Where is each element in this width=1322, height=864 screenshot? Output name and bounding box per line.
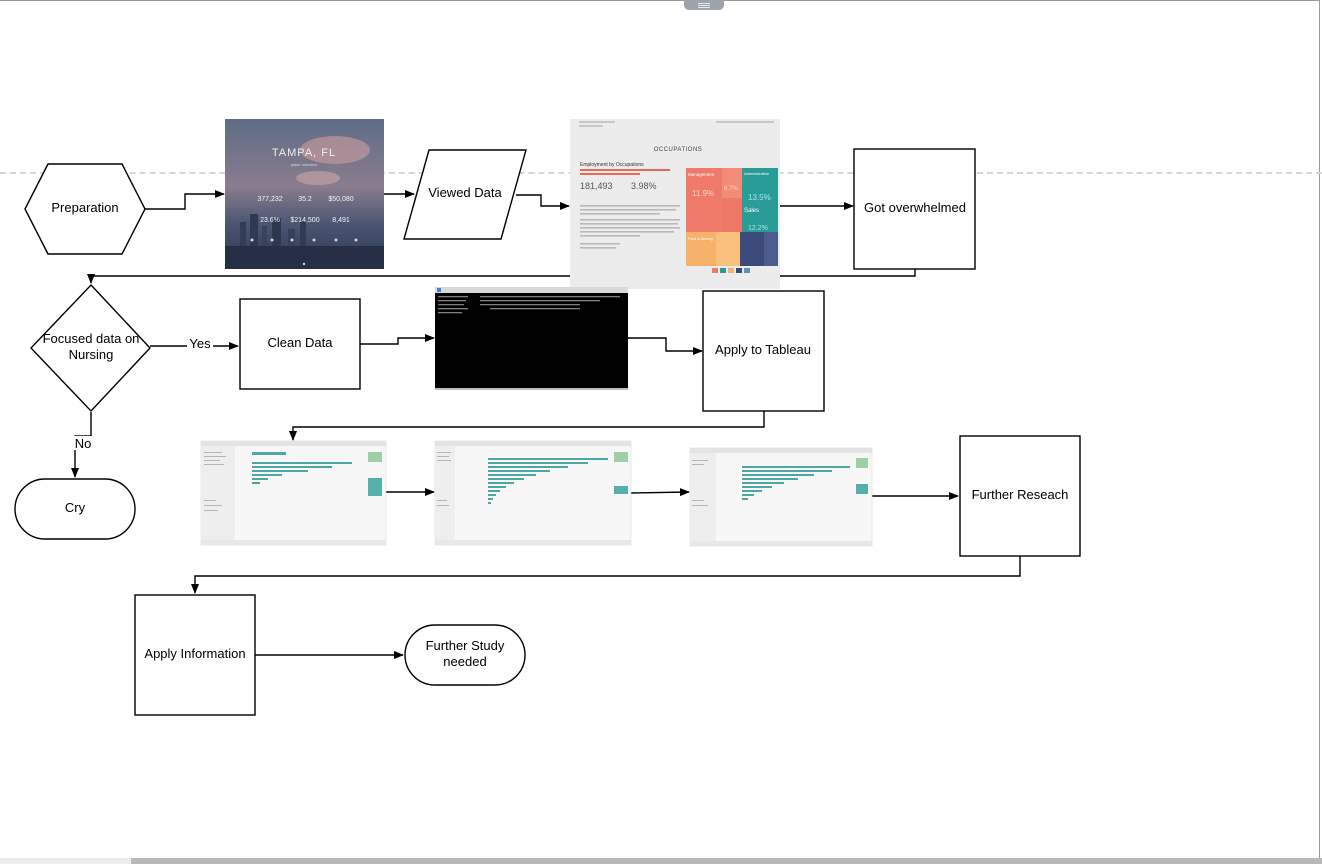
- image-occupations[interactable]: OCCUPATIONS Employment by Occupations 18…: [570, 119, 780, 289]
- svg-text:Further Reseach: Further Reseach: [972, 487, 1069, 502]
- occupations-stat-employed: 181,493: [580, 181, 613, 191]
- tampa-title: TAMPA, FL: [272, 147, 336, 159]
- image-terminal-window[interactable]: [435, 287, 628, 390]
- node-further-research[interactable]: Further Reseach: [959, 435, 1081, 557]
- tampa-stat-income: $50,080: [328, 196, 353, 203]
- node-apply-to-tableau[interactable]: Apply to Tableau: [702, 290, 825, 412]
- edge-preparation-to-tampa: [145, 190, 225, 210]
- tile-management: Management: [688, 172, 715, 177]
- svg-text:Apply to Tableau: Apply to Tableau: [715, 342, 811, 357]
- panel-toggle-handle[interactable]: [684, 0, 724, 10]
- node-focused-nursing-decision[interactable]: Focused data on Nursing: [30, 283, 151, 413]
- tampa-stat-population: 377,232: [257, 196, 282, 203]
- edge-screen2-to-screen3: [630, 488, 690, 497]
- svg-text:needed: needed: [443, 654, 486, 669]
- tile-pct-other: 6.7%: [724, 186, 738, 192]
- edge-viewed-to-occupations: [516, 194, 570, 210]
- svg-text:Clean Data: Clean Data: [267, 335, 333, 350]
- edge-terminal-to-tableau: [628, 337, 703, 355]
- image-tableau-screen-2[interactable]: [434, 440, 632, 546]
- edge-research-to-apply-info: [191, 556, 1021, 594]
- tile-pct-management: 11.9%: [692, 189, 714, 198]
- occupations-title: OCCUPATIONS: [654, 147, 703, 153]
- svg-text:Further Study: Further Study: [426, 638, 505, 653]
- edge-tableau-to-screens: [289, 411, 765, 441]
- occupations-stat-growth: 3.98%: [631, 181, 657, 191]
- node-apply-information[interactable]: Apply Information: [134, 594, 256, 716]
- tampa-stat-poverty: 23.6%: [260, 217, 280, 224]
- svg-text:Apply Information: Apply Information: [144, 646, 245, 661]
- tile-pct-administrative: 13.5%: [748, 193, 771, 202]
- tile-administrative: Administrative: [744, 171, 770, 176]
- tampa-stat-citizens: 8,491: [332, 217, 350, 224]
- node-got-overwhelmed[interactable]: Got overwhelmed: [853, 148, 976, 270]
- svg-text:Preparation: Preparation: [51, 200, 118, 215]
- tile-sales: Sales: [744, 208, 759, 214]
- image-tableau-screen-3[interactable]: [689, 447, 873, 547]
- occupations-section: Employment by Occupations: [580, 162, 644, 168]
- edge-clean-to-terminal: [360, 334, 435, 345]
- tile-pct-sales: 12.2%: [748, 225, 768, 232]
- edge-label-no: No: [75, 436, 92, 451]
- horizontal-scrollbar-track[interactable]: [0, 858, 131, 864]
- image-tampa-overview[interactable]: TAMPA, FL place overview 377,232 35.2 $5…: [225, 119, 384, 269]
- edge-overwhelmed-to-focused: [87, 269, 916, 284]
- horizontal-scrollbar-thumb[interactable]: [131, 858, 1322, 864]
- edge-label-yes: Yes: [189, 336, 211, 351]
- tile-food-serving: Food & Serving: [688, 237, 713, 241]
- node-clean-data[interactable]: Clean Data: [239, 298, 361, 390]
- tampa-stat-home-value: $214,500: [290, 217, 319, 224]
- svg-text:Nursing: Nursing: [69, 347, 114, 362]
- svg-text:Cry: Cry: [65, 500, 86, 515]
- node-cry[interactable]: Cry: [14, 478, 136, 540]
- node-viewed-data[interactable]: Viewed Data: [403, 149, 527, 240]
- svg-text:Focused data on: Focused data on: [43, 331, 140, 346]
- image-tableau-screen-1[interactable]: [200, 440, 387, 546]
- svg-text:Viewed Data: Viewed Data: [428, 185, 502, 200]
- node-further-study-needed[interactable]: Further Study needed: [404, 624, 526, 686]
- tampa-stat-age: 35.2: [298, 196, 312, 203]
- svg-text:Got overwhelmed: Got overwhelmed: [864, 200, 966, 215]
- node-preparation[interactable]: Preparation: [24, 163, 146, 255]
- tampa-subtitle: place overview: [291, 162, 318, 167]
